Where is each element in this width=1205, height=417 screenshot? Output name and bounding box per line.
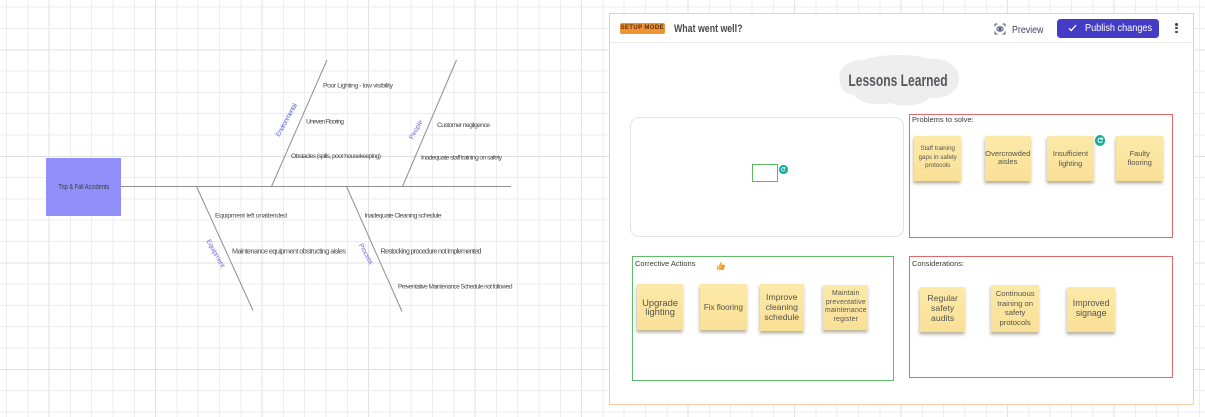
svg-text:Maintenance equipment obstruct: Maintenance equipment obstructing aisles [232,247,346,256]
svg-text:Poor Lighting - low visibility: Poor Lighting - low visibility [323,83,394,90]
svg-text:Uneven Flooring: Uneven Flooring [306,119,344,126]
svg-text:People: People [408,119,424,141]
svg-text:Equipment left unattended: Equipment left unattended [215,213,287,220]
svg-text:Process: Process [357,242,375,266]
svg-text:Obstacles (spills, poor housek: Obstacles (spills, poor housekeeping) [291,153,381,160]
svg-text:Inadequate staff training on s: Inadequate staff training on safety [421,155,503,162]
svg-text:Restocking procedure not imple: Restocking procedure not implemented [381,247,482,256]
svg-text:Customer negligence: Customer negligence [437,122,490,129]
svg-text:Inadequate Cleaning schedule: Inadequate Cleaning schedule [365,213,442,220]
svg-text:Preventative Maintenance Sched: Preventative Maintenance Schedule not fo… [398,284,513,291]
